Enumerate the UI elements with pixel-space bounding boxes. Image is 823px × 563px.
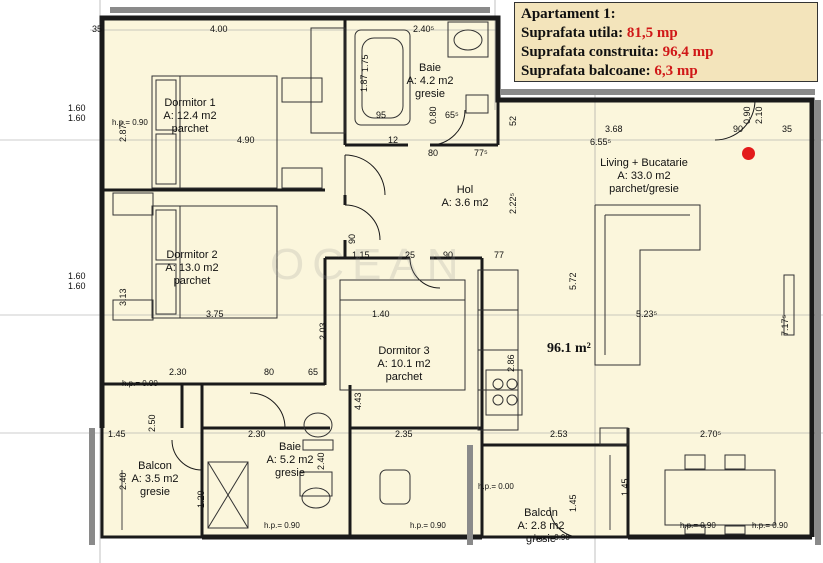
balcony-rail <box>121 455 611 530</box>
bed-1 <box>151 75 323 189</box>
floor-fill <box>102 18 812 537</box>
dim-label: 2.30 <box>169 367 187 377</box>
dim-label: 2.53 <box>550 429 568 439</box>
dim-label: 3.75 <box>206 309 224 319</box>
dim-label: 4.90 <box>237 135 255 145</box>
info-row-usable: Suprafata utila: 81,5 mp <box>521 25 678 41</box>
dim-label: 2.10 <box>754 106 764 124</box>
total-area: 96.1 m² <box>547 341 591 356</box>
interior-walls <box>102 18 630 537</box>
location-marker <box>742 147 755 160</box>
hp-label: h.p.= 0.90 <box>534 533 570 542</box>
dim-label: 0.80 <box>428 106 438 124</box>
dim-label: 2.86 <box>506 354 516 372</box>
dim-label: 1.60 <box>68 271 86 281</box>
dim-label: 5.72 <box>568 272 578 290</box>
dim-label: 2.40⁵ <box>413 24 435 34</box>
dim-label: 1.75 <box>360 54 370 72</box>
dim-label: 2.40 <box>316 452 326 470</box>
dim-label: 35 <box>782 124 793 134</box>
dim-label: 95 <box>376 110 387 120</box>
outer-walls-gray <box>89 7 821 545</box>
dim-label: 2.35 <box>395 429 413 439</box>
dim-label: 90 <box>443 250 454 260</box>
dim-label: 2.40 <box>118 472 128 490</box>
dim-label: 1.45 <box>108 429 126 439</box>
dim-label: 1.60 <box>68 103 86 113</box>
dim-label: 2.03 <box>318 322 328 340</box>
dim-label: 35 <box>92 24 103 34</box>
dim-label: 90 <box>733 124 744 134</box>
dim-label: 2.70⁵ <box>700 429 722 439</box>
dim-label: 1.87 <box>359 74 369 92</box>
dim-label: 80 <box>264 367 275 377</box>
info-title: Apartament 1: <box>521 6 616 22</box>
dining-table <box>664 454 776 535</box>
info-box: Apartament 1: Suprafata utila: 81,5 mp S… <box>514 2 818 82</box>
door-swings <box>171 99 756 538</box>
dim-label: 77 <box>494 250 505 260</box>
dim-label: 3.68 <box>605 124 623 134</box>
dim-label: 80 <box>428 148 439 158</box>
dim-label: 1.60 <box>68 281 86 291</box>
dim-label: 4.00 <box>210 24 228 34</box>
hp-label: h.p.= 0.00 <box>122 379 158 388</box>
sofa <box>594 204 701 366</box>
dim-label: 2.22⁵ <box>508 192 518 214</box>
hp-label: h.p.= 0.90 <box>264 521 300 530</box>
hp-label: h.p.= 0.90 <box>410 521 446 530</box>
wardrobe <box>310 27 519 431</box>
dim-label: 52 <box>508 115 518 126</box>
outer-walls <box>99 15 815 540</box>
dim-label: 12 <box>388 135 399 145</box>
hp-label: h.p.= 0.90 <box>680 521 716 530</box>
dim-label: 3.13 <box>118 288 128 306</box>
dim-label: 1.60 <box>68 113 86 123</box>
dim-label: 5.23⁵ <box>636 309 658 319</box>
info-row-built: Suprafata construita: 96,4 mp <box>521 44 714 60</box>
kitchen-counter <box>485 369 629 446</box>
dim-label: 2.50 <box>147 414 157 432</box>
hp-label: h.p.= 0.90 <box>752 521 788 530</box>
dim-label: 90 <box>347 233 357 244</box>
info-row-balconies: Suprafata balcoane: 6,3 mp <box>521 63 698 79</box>
watermark: OCEAN <box>270 240 467 289</box>
hp-label: h.p.= 0.90 <box>112 118 148 127</box>
balcony-walls <box>100 385 630 539</box>
dim-label: 0.90 <box>742 106 752 124</box>
tv-unit <box>783 274 795 336</box>
bathroom-fixtures <box>207 21 489 529</box>
dim-label: 2.30 <box>248 429 266 439</box>
dim-label: 1.15 <box>352 250 370 260</box>
dim-label: 1.20 <box>196 490 206 508</box>
dim-label: 4.43 <box>353 392 363 410</box>
dim-label: 77⁵ <box>474 148 488 158</box>
dim-label: 1.45 <box>620 478 630 496</box>
dim-label: 65⁵ <box>445 110 459 120</box>
dim-label: 25 <box>405 250 416 260</box>
dim-label: 6.55⁵ <box>590 137 612 147</box>
dim-label: 7.17⁵ <box>780 314 790 336</box>
dim-label: 1.40 <box>372 309 390 319</box>
bed-2 <box>112 192 278 321</box>
bed-3 <box>339 279 466 391</box>
hp-label: h.p.= 0.00 <box>478 482 514 491</box>
dim-label: 1.45 <box>568 494 578 512</box>
dim-label: 65 <box>308 367 319 377</box>
